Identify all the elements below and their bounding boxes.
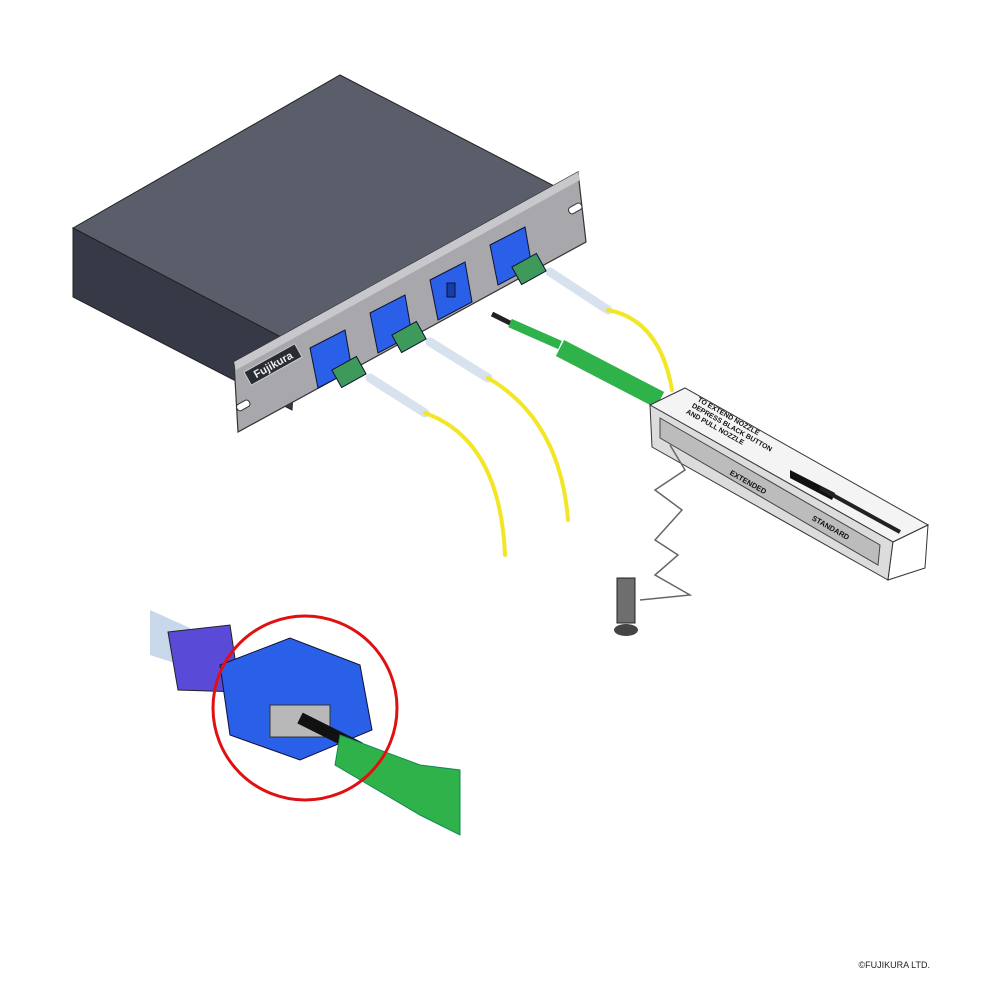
sc-adapters (309, 226, 547, 389)
fiber-cables (365, 267, 674, 557)
sc-adapter-4 (489, 226, 547, 286)
copyright-notice: ©FUJIKURA LTD. (858, 960, 930, 970)
inset-detail (150, 610, 461, 836)
highlight-circle (211, 614, 399, 802)
sc-adapter-3-empty (429, 261, 473, 321)
one-click-cleaner-body: TO EXTEND NOZZLE DEPRESS BLACK BUTTON AN… (648, 387, 930, 581)
sc-adapter-1 (309, 329, 367, 389)
sc-adapter-2 (369, 294, 427, 354)
cleaner-nozzle (490, 311, 665, 408)
dust-cap-tether (614, 444, 693, 636)
